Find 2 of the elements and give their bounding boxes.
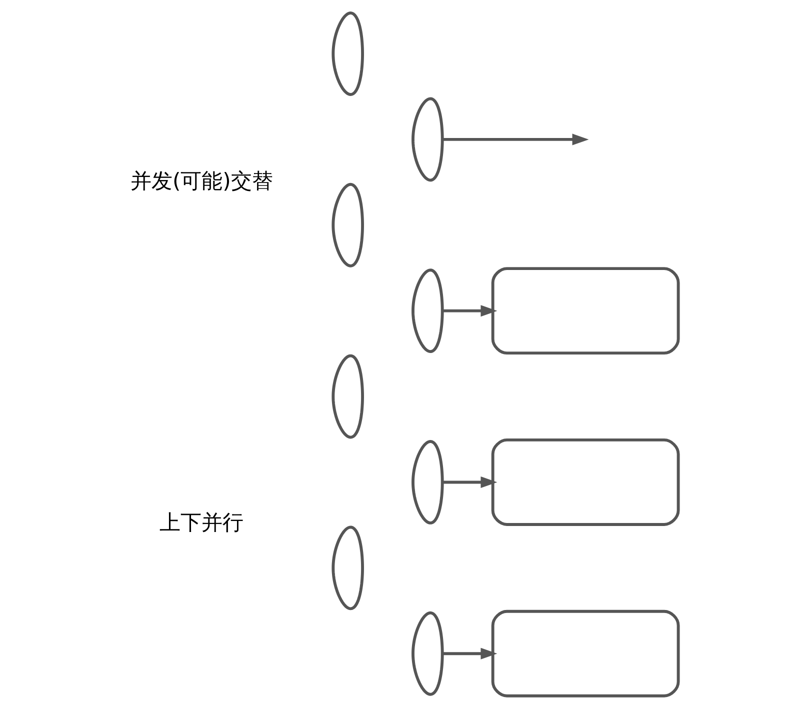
label: 上下并行 (159, 510, 244, 535)
label: 并发(可能)交替 (130, 168, 272, 194)
